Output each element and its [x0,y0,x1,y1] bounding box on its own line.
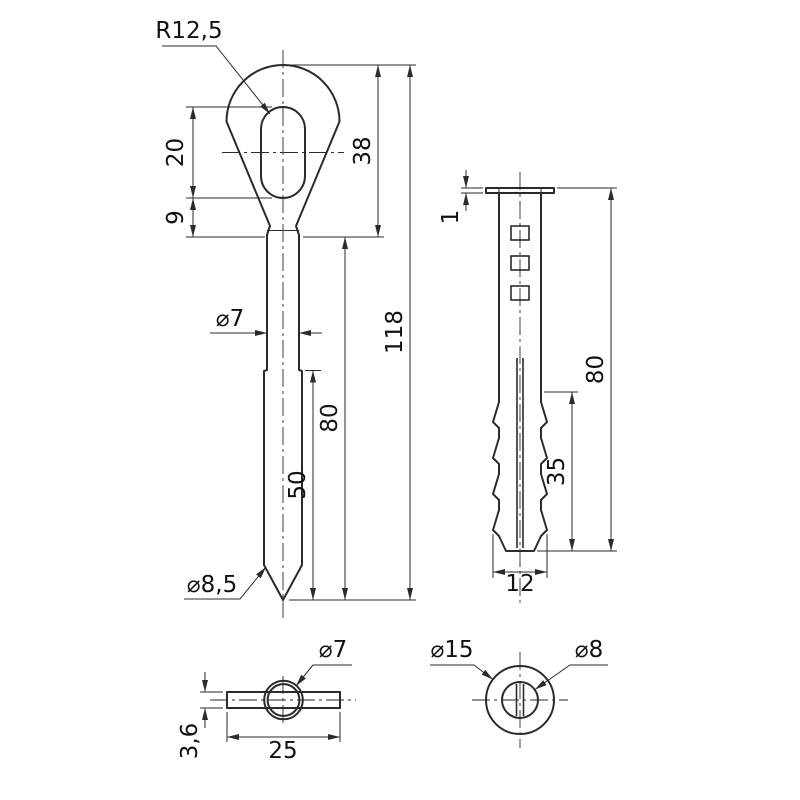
dim-total-length-label: 118 [382,310,408,354]
dim-shank-length-label: 80 [317,403,343,432]
eyebolt-shaft-outer-circle [263,679,304,721]
dim-anchor-total-length-label: 80 [583,355,609,384]
dim-collar-thickness: 1 [438,170,483,224]
dim-tip-diameter-label: ⌀8,5 [187,572,237,598]
dim-slot-length-label: 20 [163,138,189,167]
dim-plate-thickness: 3,6 [177,672,223,759]
dim-collar-thickness-label: 1 [438,210,464,225]
dim-tip-diameter-leader-line [184,566,267,600]
dim-shank-length: 80 [317,237,348,600]
dim-head-height-label: 38 [350,136,376,165]
dim-head-radius: R12,5 [155,18,271,115]
dim-collar-diameter-leader-line [430,664,494,680]
dim-hole-diameter-leader-line [295,664,352,687]
dim-head-height: 38 [290,64,416,238]
anchor-window [510,255,530,271]
dim-total-length: 118 [289,65,416,601]
dim-shaft-diameter-label: ⌀7 [216,306,244,332]
dim-body-width-label: 12 [505,571,534,597]
dim-bore-diameter-label: ⌀8 [575,637,603,663]
anchor-bore-circle [501,681,539,719]
dim-head-width-label: 25 [268,738,297,764]
dim-head-radius-label: R12,5 [155,18,222,44]
eyebolt-head-plate-outline [226,691,341,709]
anchor-window [510,225,530,241]
dim-expansion-length: 35 [544,391,578,551]
dim-shaft-diameter: ⌀7 [210,306,322,336]
eyebolt-shaft-inner-circle [266,683,301,717]
dim-collar-diameter-label: ⌀15 [430,637,473,663]
dim-slot-offset: 9 [163,198,265,238]
dim-thread-length: 50 [285,370,321,600]
dim-slot-length: 20 [163,106,272,199]
dim-head-radius-leader-line [162,45,271,115]
anchor-top-view: ⌀15 ⌀8 [430,637,608,748]
dim-collar-diameter: ⌀15 [430,637,494,680]
dim-slot-offset-label: 9 [163,210,189,225]
dim-tip-diameter: ⌀8,5 [184,566,267,600]
dim-hole-diameter-label: ⌀7 [319,637,347,663]
dim-head-width: 25 [226,712,341,764]
anchor-body-outline [492,192,548,552]
eyebolt-front-view: R12,5 20 9 38 80 50 [155,18,416,618]
anchor-window [510,285,530,301]
dim-bore-diameter-leader-line [534,664,608,690]
dim-bore-diameter: ⌀8 [534,637,608,690]
dim-plate-thickness-label: 3,6 [177,723,203,760]
dim-anchor-total-length: 80 [537,187,617,552]
eyebolt-outline [225,64,341,601]
anchor-collar-circle [485,665,555,735]
eyebolt-slot-hole [260,106,306,199]
anchor-collar-outline [485,187,555,194]
dim-body-width: 12 [492,534,548,597]
eyebolt-top-view: ⌀7 25 3,6 [177,637,356,764]
dim-expansion-length-label: 35 [544,457,570,486]
dim-thread-length-label: 50 [285,470,311,499]
dim-hole-diameter: ⌀7 [295,637,352,687]
anchor-front-view: 1 80 35 12 [438,170,617,606]
